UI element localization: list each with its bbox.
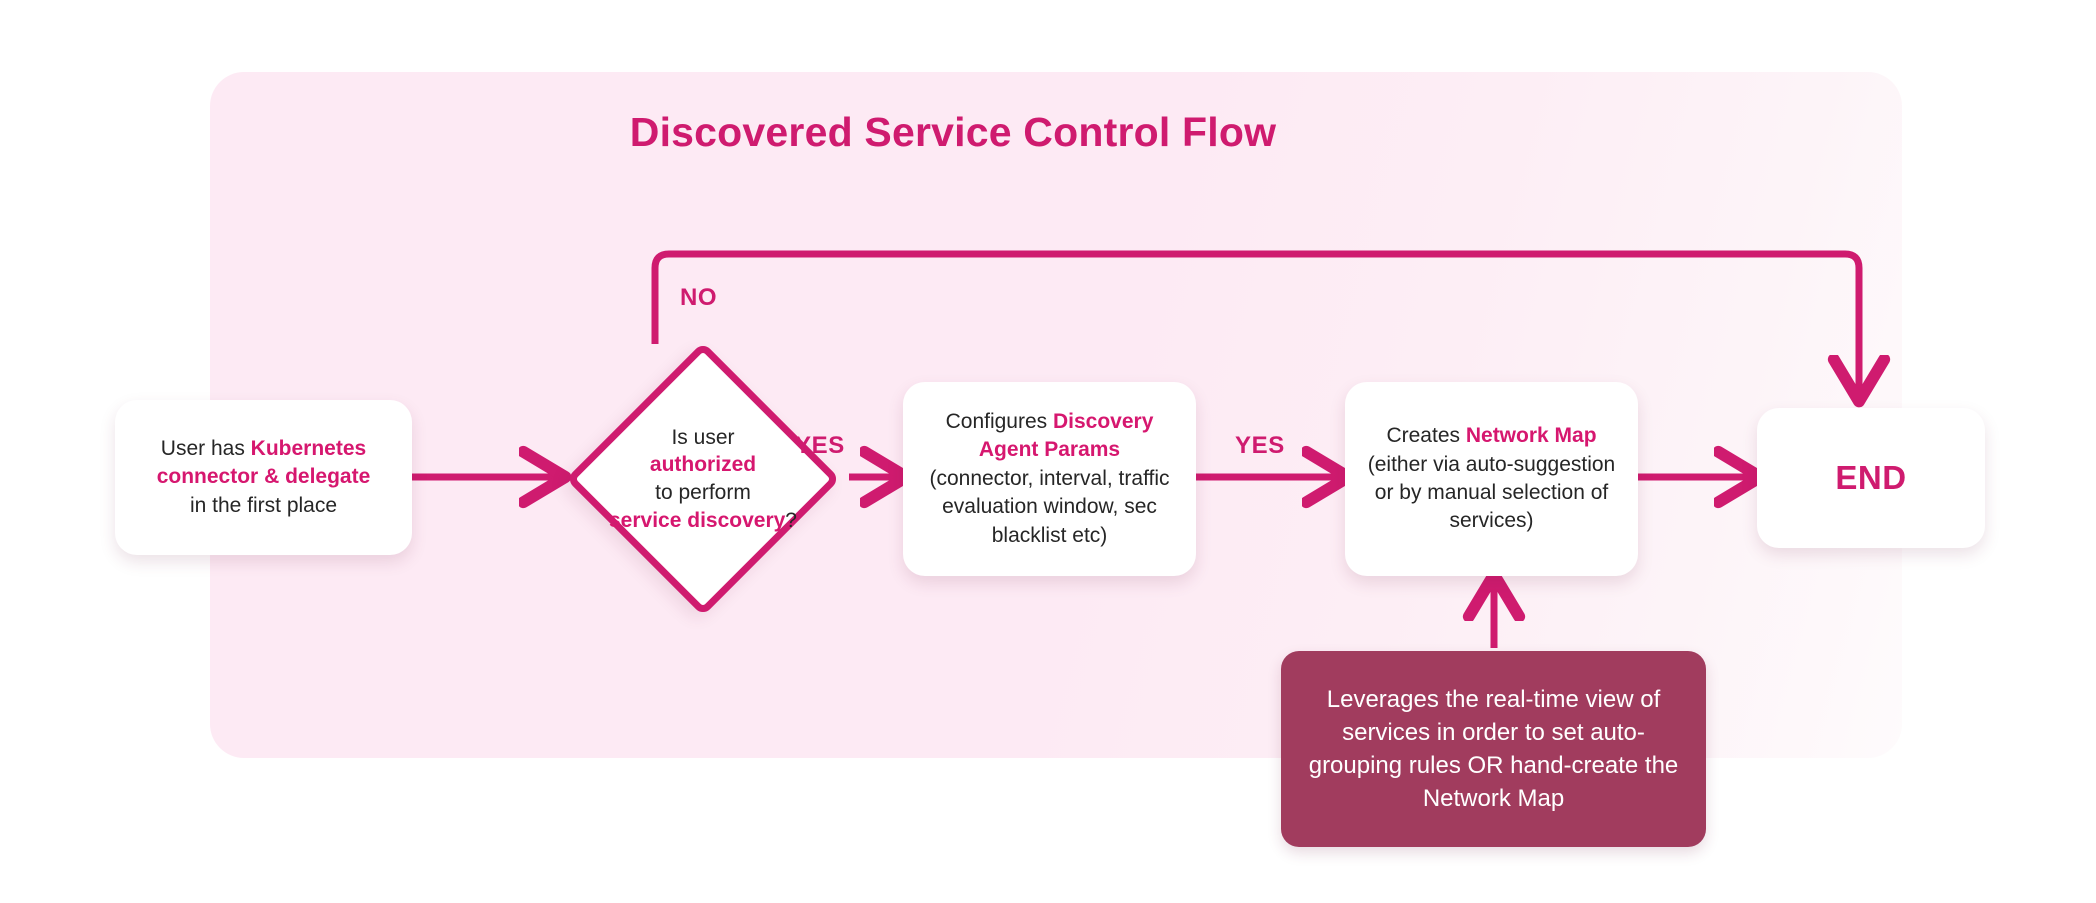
decision-text: Is user authorized to perform service di… bbox=[609, 424, 797, 535]
node-user-highlight-connector-delegate: connector & delegate bbox=[156, 465, 371, 489]
page-title: Discovered Service Control Flow bbox=[629, 109, 1277, 155]
decision-question-mark: ? bbox=[785, 508, 797, 532]
node-creates-network-map[interactable]: Creates Network Map (either via auto-sug… bbox=[1345, 382, 1638, 576]
decision-line1: Is user bbox=[671, 425, 735, 449]
node-end-label: END bbox=[1835, 458, 1907, 496]
decision-line3: to perform bbox=[655, 481, 751, 504]
node-configure-lead: Configures bbox=[945, 410, 1053, 434]
node-netmap-lead: Creates bbox=[1386, 424, 1466, 448]
node-netmap-highlight: Network Map bbox=[1465, 424, 1597, 448]
node-decision-is-user-authorized[interactable]: Is user authorized to perform service di… bbox=[562, 338, 844, 620]
node-user-highlight-kubernetes: Kubernetes bbox=[250, 436, 367, 460]
edge-label-yes-configure: YES bbox=[1235, 432, 1285, 459]
node-note-leverages-real-time-view[interactable]: Leverages the real-time view of services… bbox=[1281, 651, 1706, 847]
node-note-text: Leverages the real-time view of services… bbox=[1308, 685, 1679, 813]
decision-highlight-authorized: authorized bbox=[649, 453, 757, 477]
node-user-has-kubernetes-connector[interactable]: User has Kubernetes connector & delegate… bbox=[115, 400, 412, 555]
node-netmap-text: Creates Network Map (either via auto-sug… bbox=[1359, 422, 1624, 535]
node-netmap-detail: (either via auto-suggestion or by manual… bbox=[1367, 452, 1616, 533]
node-user-line1: User has bbox=[160, 436, 251, 460]
node-configure-highlight: Discovery Agent Params bbox=[978, 410, 1154, 462]
node-configure-detail: (connector, interval, traffic evaluation… bbox=[929, 466, 1170, 547]
edge-label-no: NO bbox=[680, 284, 718, 311]
node-end-terminator[interactable]: END bbox=[1757, 408, 1985, 548]
node-configures-discovery-agent-params[interactable]: Configures Discovery Agent Params (conne… bbox=[903, 382, 1196, 576]
edge-label-yes-decision: YES bbox=[795, 432, 845, 459]
node-configure-text: Configures Discovery Agent Params (conne… bbox=[917, 408, 1182, 550]
node-user-text: User has Kubernetes connector & delegate… bbox=[157, 435, 371, 520]
decision-text-wrap: Is user authorized to perform service di… bbox=[562, 338, 844, 620]
node-user-line3: in the first place bbox=[189, 493, 338, 517]
decision-highlight-service-discovery: service discovery bbox=[609, 508, 786, 532]
